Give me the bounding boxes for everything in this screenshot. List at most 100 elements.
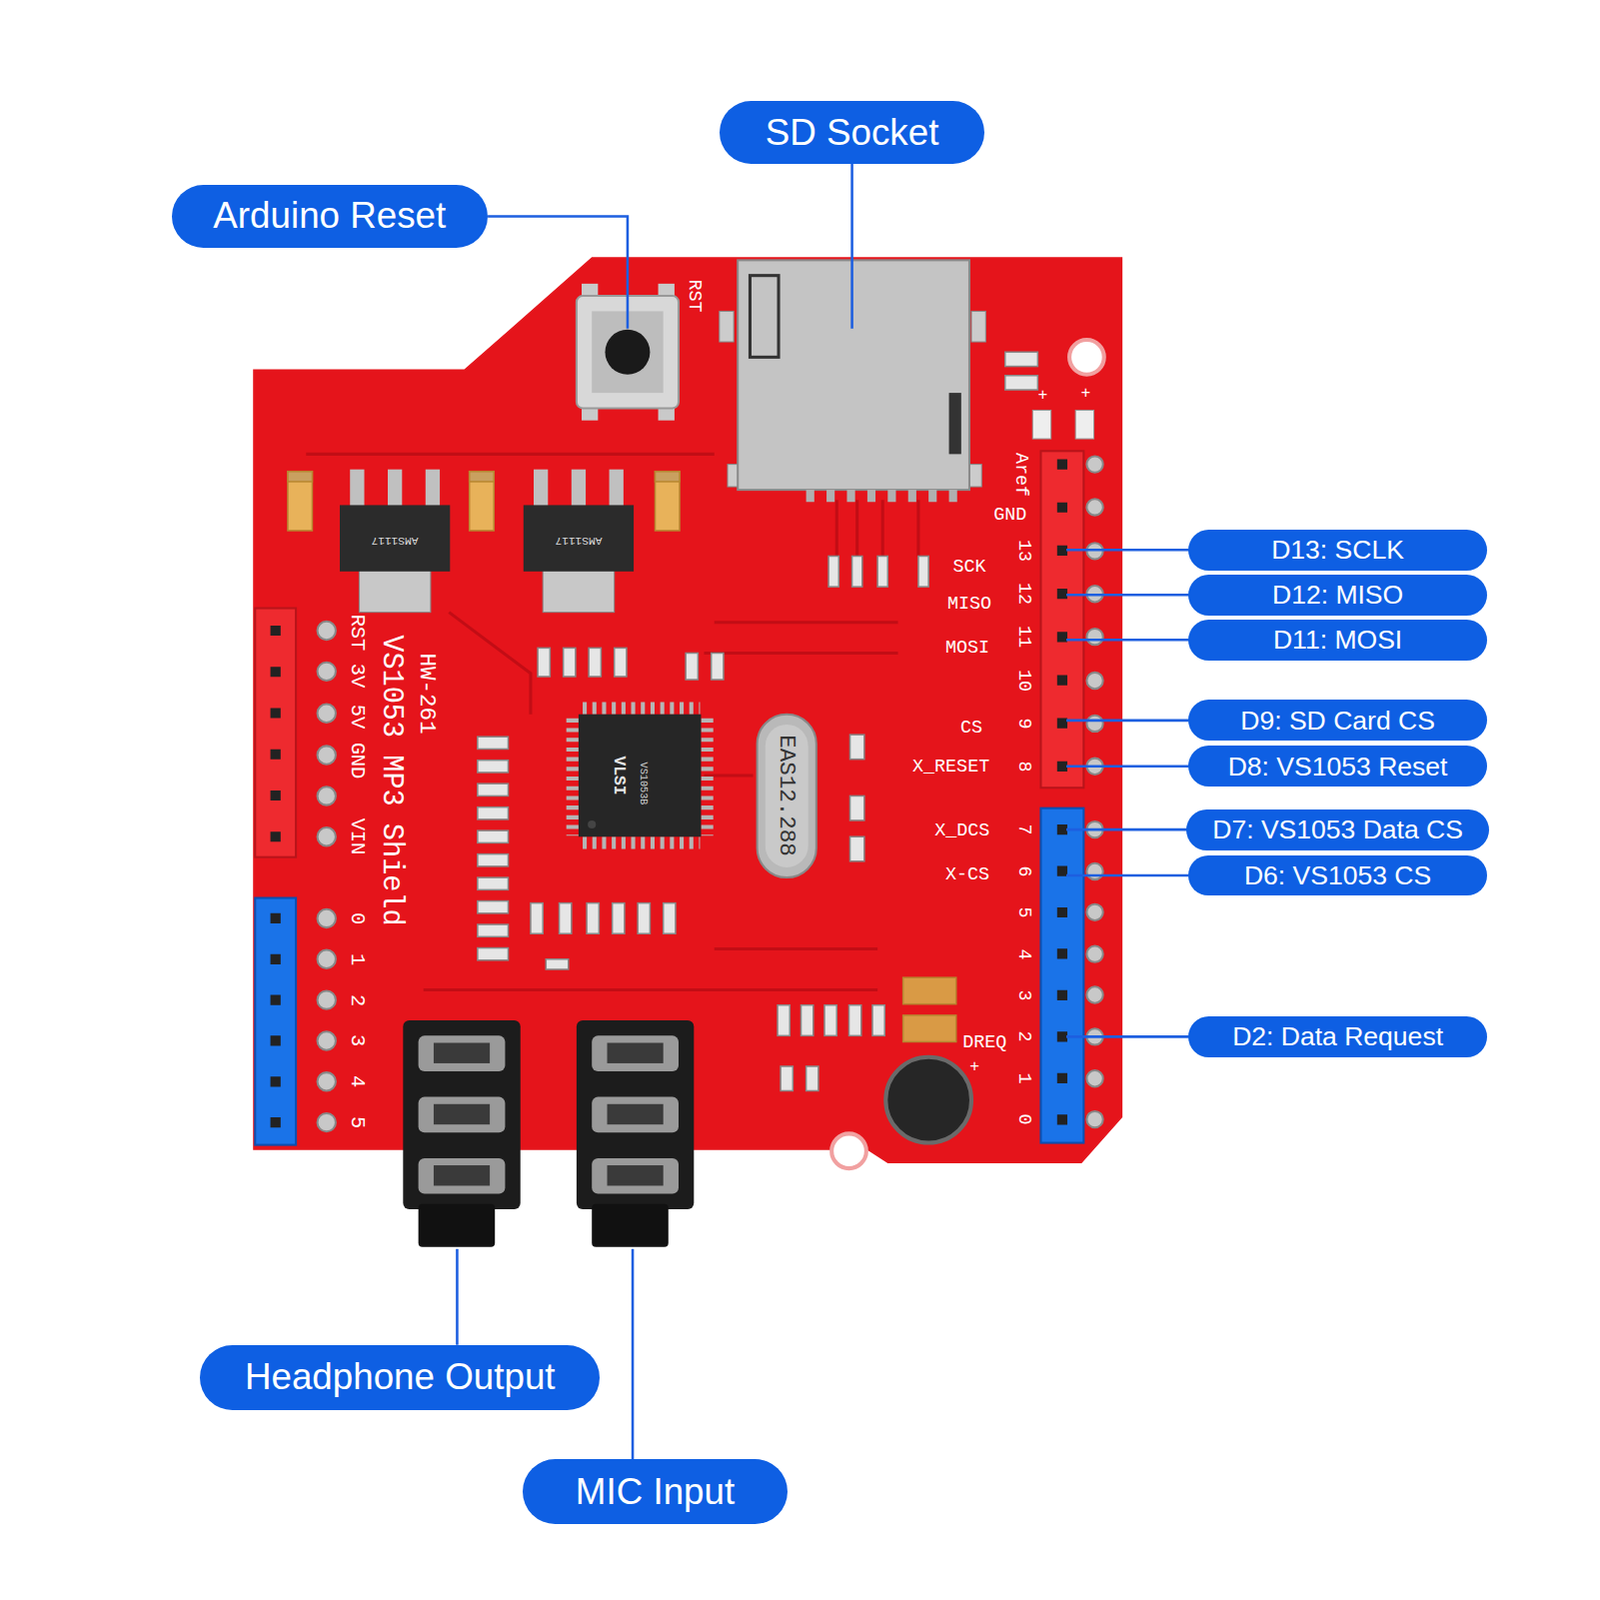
copper-trace [305,453,919,990]
vs1053-chip [572,708,708,844]
header-pad [1086,863,1103,880]
header-pad [1086,986,1103,1003]
voltage-regulator [571,469,586,511]
callout-text: D9: SD Card CS [1240,705,1436,737]
silkscreen-label: AMS1117 [554,534,602,547]
crystal [757,714,817,878]
audio-jack [418,1035,506,1072]
leader-line [850,162,854,328]
smd-resistor [850,795,865,821]
callout-pill: SD Socket [719,100,985,164]
voltage-regulator [387,469,402,511]
smd-resistor [477,948,509,961]
smd-resistor [477,807,509,820]
copper-trace [305,452,714,456]
tantalum-capacitor [903,977,957,1005]
sd-socket [719,310,734,342]
silkscreen-label: RST [345,614,368,652]
audio-jack [591,1204,669,1248]
smd-resistor [530,903,543,935]
silkscreen-label: 0 [345,912,368,925]
leader-line [1066,548,1190,552]
mounting-hole [831,1133,867,1169]
sd-socket [806,489,965,502]
smd-resistor [612,903,625,935]
silkscreen-label: MOSI [945,638,990,659]
copper-trace [714,620,899,624]
smd-resistor [1005,375,1039,390]
leader-line [1066,765,1190,769]
smd-resistor [586,903,599,935]
vs1053-chip [566,718,579,836]
copper-trace [714,947,878,951]
header-strip [1057,824,1068,1128]
silkscreen-label: VS1053 MP3 Shield [374,634,406,927]
smd-resistor [777,1005,790,1037]
header-pad [1086,946,1103,963]
header-pad [1086,628,1103,645]
silkscreen-label: CS [960,718,983,739]
header-pad [1086,904,1103,921]
header-pad [1086,672,1103,689]
header-strip [1057,458,1068,776]
silkscreen-label: 11 [1013,625,1034,648]
smd-resistor [852,555,863,587]
silkscreen-label: Aref [1010,452,1031,497]
smd-resistor [477,783,509,796]
callout-text: Headphone Output [244,1356,556,1399]
smd-resistor [563,647,576,677]
smd-resistor [801,1005,814,1037]
smd-resistor [877,555,888,587]
smd-resistor [850,734,865,760]
header-pad [317,950,336,969]
vs1053-chip [582,836,700,849]
header-pad [317,1072,336,1091]
silkscreen-label: AMS1117 [371,534,419,547]
voltage-regulator [609,469,624,511]
callout-text: D6: VS1053 CS [1244,860,1432,892]
silkscreen-label: 12 [1013,582,1034,605]
header-strip [1040,808,1084,1144]
header-pad [317,1031,336,1050]
copper-trace [855,499,859,556]
smd-resistor [1005,351,1039,366]
tantalum-capacitor [287,471,313,531]
silkscreen-label: 1 [345,953,368,966]
silkscreen-label: 1 [1013,1073,1034,1085]
silkscreen-label: GND [993,505,1027,526]
tantalum-capacitor [469,471,495,482]
smd-resistor [780,1066,793,1092]
audio-jack [418,1204,496,1248]
silkscreen-label: 9 [1013,717,1034,729]
smd-resistor [685,652,698,680]
vs1053-chip [700,718,713,836]
audio-jack [433,1043,490,1064]
leader-line [1066,828,1190,832]
leader-line [631,1249,635,1460]
smd-resistor [537,647,550,677]
silkscreen-label: 4 [345,1075,368,1088]
callout-text: D8: VS1053 Reset [1228,751,1449,783]
copper-trace [704,651,899,655]
tantalum-capacitor [287,471,957,1043]
voltage-regulator [542,569,614,613]
audio-jack [607,1043,664,1064]
audio-jack [402,1020,520,1210]
callout-pill: D8: VS1053 Reset [1188,745,1488,787]
silkscreen-label: 3 [1013,989,1034,1001]
callout-text: D13: SCLK [1271,534,1405,566]
smd-resistor [477,877,509,890]
tantalum-capacitor [903,1015,957,1043]
callout-text: MIC Input [575,1471,735,1514]
silkscreen-label: 2 [1013,1031,1034,1043]
leader-line [1066,874,1190,878]
audio-jack [418,1097,506,1134]
silkscreen-label: X_RESET [912,757,990,778]
header-pad [317,621,336,640]
silkscreen-label: VS1053B [637,762,649,806]
header-strip [254,608,296,858]
status-led [1075,409,1094,439]
header-pad [1086,1111,1103,1128]
copper-trace [423,988,878,992]
